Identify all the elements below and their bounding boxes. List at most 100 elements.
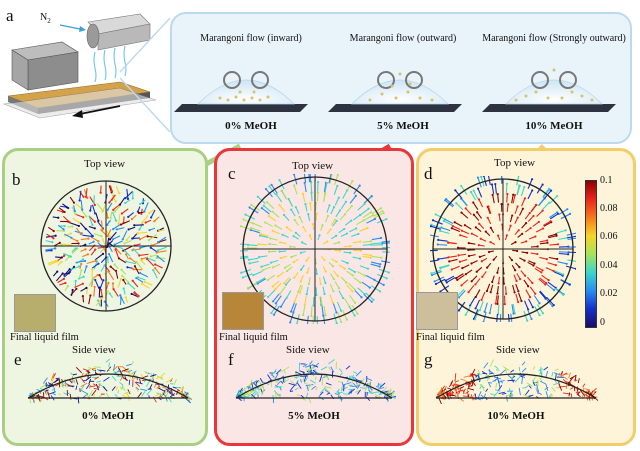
vector-arrow (539, 257, 546, 259)
vector-head (472, 201, 474, 203)
vector-head (153, 220, 155, 222)
vector-arrow (81, 239, 89, 240)
vector-arrow (331, 207, 334, 214)
vector-head (120, 297, 122, 299)
vector-arrow (486, 389, 488, 392)
colorbar-tick-3: 0.04 (600, 260, 618, 271)
vector-head (271, 211, 273, 213)
vector-arrow (353, 242, 360, 243)
vector-head (531, 178, 533, 180)
vector-head (359, 185, 361, 187)
vector-arrow (102, 238, 105, 245)
vector-arrow (58, 394, 61, 395)
vector-arrow (121, 221, 130, 225)
vector-head (278, 250, 280, 252)
vector-head (550, 189, 552, 191)
vector-arrow (89, 390, 93, 397)
vector-arrow (441, 228, 450, 231)
vector-head (262, 269, 264, 271)
vector-head (553, 289, 555, 291)
vector-head (92, 277, 94, 279)
vector-head (295, 206, 297, 208)
vector-head (364, 275, 366, 277)
vector-head (111, 190, 113, 192)
vector-arrow (355, 290, 362, 297)
colorbar-tick-2: 0.06 (600, 231, 618, 242)
vector-head (100, 235, 102, 237)
vector-arrow (96, 213, 99, 221)
vector-head (279, 292, 281, 294)
vector-head (336, 185, 338, 187)
vector-head (320, 283, 322, 285)
film-swatch-0 (14, 294, 56, 332)
vector-arrow (155, 264, 162, 268)
vector-arrow (268, 275, 275, 280)
vector-head (432, 219, 434, 221)
vector-head (451, 268, 453, 270)
vector-head (132, 197, 134, 199)
vector-arrow (269, 244, 277, 245)
vector-arrow (490, 360, 493, 367)
vector-head (496, 272, 498, 274)
vector-arrow (462, 231, 469, 234)
vector-head (437, 239, 439, 241)
vector-arrow (82, 210, 87, 216)
vector-head (267, 279, 269, 281)
vector-arrow (474, 215, 479, 221)
vector-head (112, 228, 114, 230)
vector-head (538, 314, 540, 316)
vector-arrow (372, 256, 381, 257)
vector-head (527, 285, 529, 287)
vector-head (63, 225, 65, 227)
vector-head (272, 285, 274, 287)
vector-arrow (493, 378, 499, 382)
vector-head (383, 212, 385, 214)
vector-arrow (507, 194, 508, 202)
vector-head (497, 235, 499, 237)
vector-arrow (73, 218, 79, 222)
vector-head (305, 260, 307, 262)
vector-arrow (123, 231, 127, 240)
vector-arrow (460, 235, 467, 237)
vector-arrow (466, 270, 472, 274)
vector-head (62, 272, 64, 274)
vector-head (351, 180, 353, 182)
vector-head (562, 294, 564, 296)
vector-arrow (515, 206, 517, 213)
vector-arrow (349, 295, 355, 303)
vector-head (286, 226, 288, 228)
vector-head (304, 203, 306, 205)
vector-head (115, 270, 117, 272)
vector-head (144, 281, 146, 283)
vector-arrow (360, 388, 365, 389)
vector-arrow (94, 367, 101, 368)
vector-head (542, 312, 544, 314)
vector-head (524, 275, 526, 277)
colorbar-tick-0: 0.1 (600, 175, 613, 186)
vector-head (101, 297, 103, 299)
vector-head (268, 185, 270, 187)
vector-arrow (569, 393, 570, 397)
vector-head (325, 270, 327, 272)
vector-arrow (94, 394, 95, 397)
vector-head (542, 227, 544, 229)
vector-head (289, 321, 291, 323)
vector-head (248, 259, 250, 261)
vector-arrow (140, 389, 147, 390)
vector-arrow (455, 393, 459, 394)
vector-arrow (311, 307, 312, 316)
vector-head (85, 287, 87, 289)
vector-head (138, 228, 140, 230)
vector-head (121, 275, 123, 277)
vector-head (121, 212, 123, 214)
vector-head (487, 217, 489, 219)
vector-arrow (132, 238, 140, 239)
vector-arrow (290, 385, 295, 391)
vector-arrow (477, 374, 482, 375)
vector-head (157, 249, 159, 251)
vector-arrow (456, 203, 463, 210)
vector-head (294, 219, 296, 221)
vector-head (110, 265, 112, 267)
vector-head (80, 263, 82, 265)
vector-head (532, 306, 534, 308)
